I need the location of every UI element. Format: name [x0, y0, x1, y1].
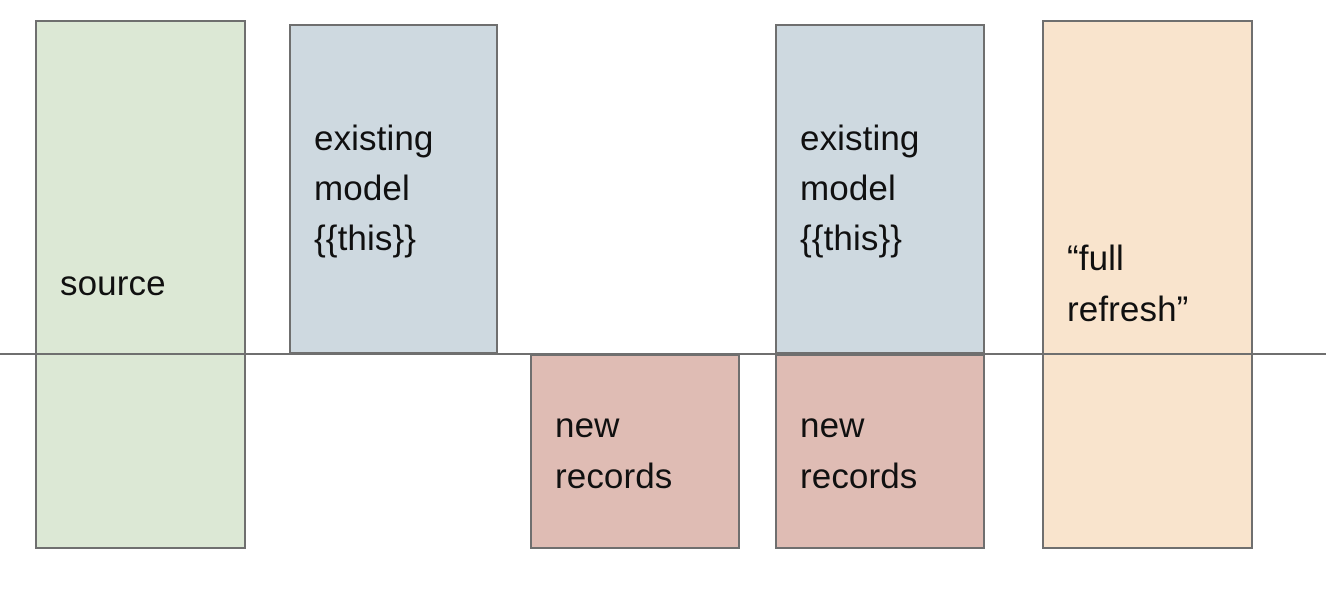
box-source-label: source	[60, 264, 166, 304]
box-existing-model-1-label: existing model {{this}}	[314, 118, 434, 259]
time-divider-line	[0, 353, 1326, 355]
box-source[interactable]: source	[35, 20, 246, 549]
box-existing-model-2-label: existing model {{this}}	[800, 118, 920, 259]
box-full-refresh-label: “full refresh”	[1067, 239, 1189, 329]
box-new-records-1[interactable]: new records	[530, 354, 740, 549]
box-new-records-2[interactable]: new records	[775, 354, 985, 549]
box-existing-model-1[interactable]: existing model {{this}}	[289, 24, 498, 354]
box-new-records-2-label: new records	[800, 406, 918, 496]
box-new-records-1-label: new records	[555, 406, 673, 496]
box-full-refresh[interactable]: “full refresh”	[1042, 20, 1253, 549]
box-existing-model-2[interactable]: existing model {{this}}	[775, 24, 985, 354]
